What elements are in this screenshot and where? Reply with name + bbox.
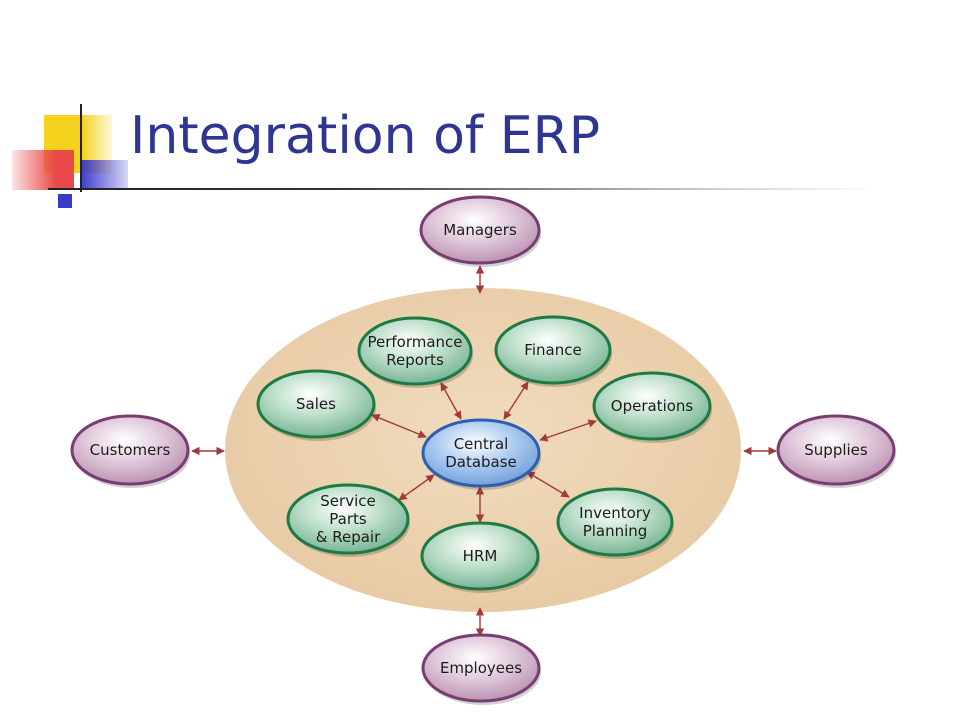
node-label-line: Employees <box>440 659 522 677</box>
node-supplies: Supplies <box>776 414 896 488</box>
node-employees: Employees <box>421 633 541 705</box>
node-label-supplies: Supplies <box>804 441 868 459</box>
arrow-inventory-planning <box>526 471 570 498</box>
node-ellipse-sales <box>256 369 376 439</box>
node-ellipse-managers <box>419 195 541 265</box>
slide-title: Integration of ERP <box>130 106 601 166</box>
connector-arrows <box>191 265 777 637</box>
arrow-performance-reports <box>440 382 462 420</box>
node-label-line: HRM <box>463 547 498 565</box>
arrow-service-parts-repair <box>398 474 435 501</box>
node-label-finance: Finance <box>524 341 581 359</box>
node-label-line: Sales <box>296 395 336 413</box>
node-label-line: Database <box>445 453 517 471</box>
node-hrm: HRM <box>420 521 540 593</box>
node-label-line: Managers <box>443 221 517 239</box>
node-label-managers: Managers <box>443 221 517 239</box>
node-ellipse-service-parts-repair <box>286 483 410 555</box>
node-ellipse-operations <box>592 371 712 441</box>
node-label-employees: Employees <box>440 659 522 677</box>
node-label-line: Operations <box>611 397 694 415</box>
node-ellipse-customers <box>70 414 190 486</box>
node-label-operations: Operations <box>611 397 694 415</box>
title-underline <box>48 188 878 190</box>
node-ellipse-inventory-planning <box>556 487 674 557</box>
node-label-line: Service <box>320 492 375 510</box>
deco-blue-small-square <box>58 194 72 208</box>
node-label-customers: Customers <box>90 441 171 459</box>
node-label-line: Performance <box>367 333 462 351</box>
node-label-line: Reports <box>386 351 444 369</box>
node-label-line: Customers <box>90 441 171 459</box>
arrow-finance <box>503 381 529 420</box>
node-label-line: Inventory <box>579 504 651 522</box>
node-label-hrm: HRM <box>463 547 498 565</box>
node-ellipse-performance-reports <box>357 316 473 386</box>
node-ellipse-center <box>421 418 541 488</box>
node-label-sales: Sales <box>296 395 336 413</box>
arrow-operations <box>539 419 597 442</box>
node-ellipse-hrm <box>420 521 540 591</box>
node-ellipse-supplies <box>776 414 896 486</box>
node-label-line: Supplies <box>804 441 868 459</box>
deco-vertical-line <box>80 104 82 192</box>
deco-red-square <box>12 150 74 190</box>
node-customers: Customers <box>70 414 190 488</box>
node-sales: Sales <box>256 369 376 441</box>
node-managers: Managers <box>419 195 541 267</box>
node-ellipse-finance <box>494 315 612 385</box>
node-ellipse-employees <box>421 633 541 703</box>
node-label-line: Parts <box>329 510 367 528</box>
node-label-line: & Repair <box>316 528 381 546</box>
node-finance: Finance <box>494 315 612 387</box>
node-operations: Operations <box>592 371 712 443</box>
node-label-line: Planning <box>583 522 648 540</box>
deco-blue-square <box>80 160 128 188</box>
node-label-line: Central <box>454 435 509 453</box>
arrow-sales <box>371 413 427 439</box>
node-label-line: Finance <box>524 341 581 359</box>
